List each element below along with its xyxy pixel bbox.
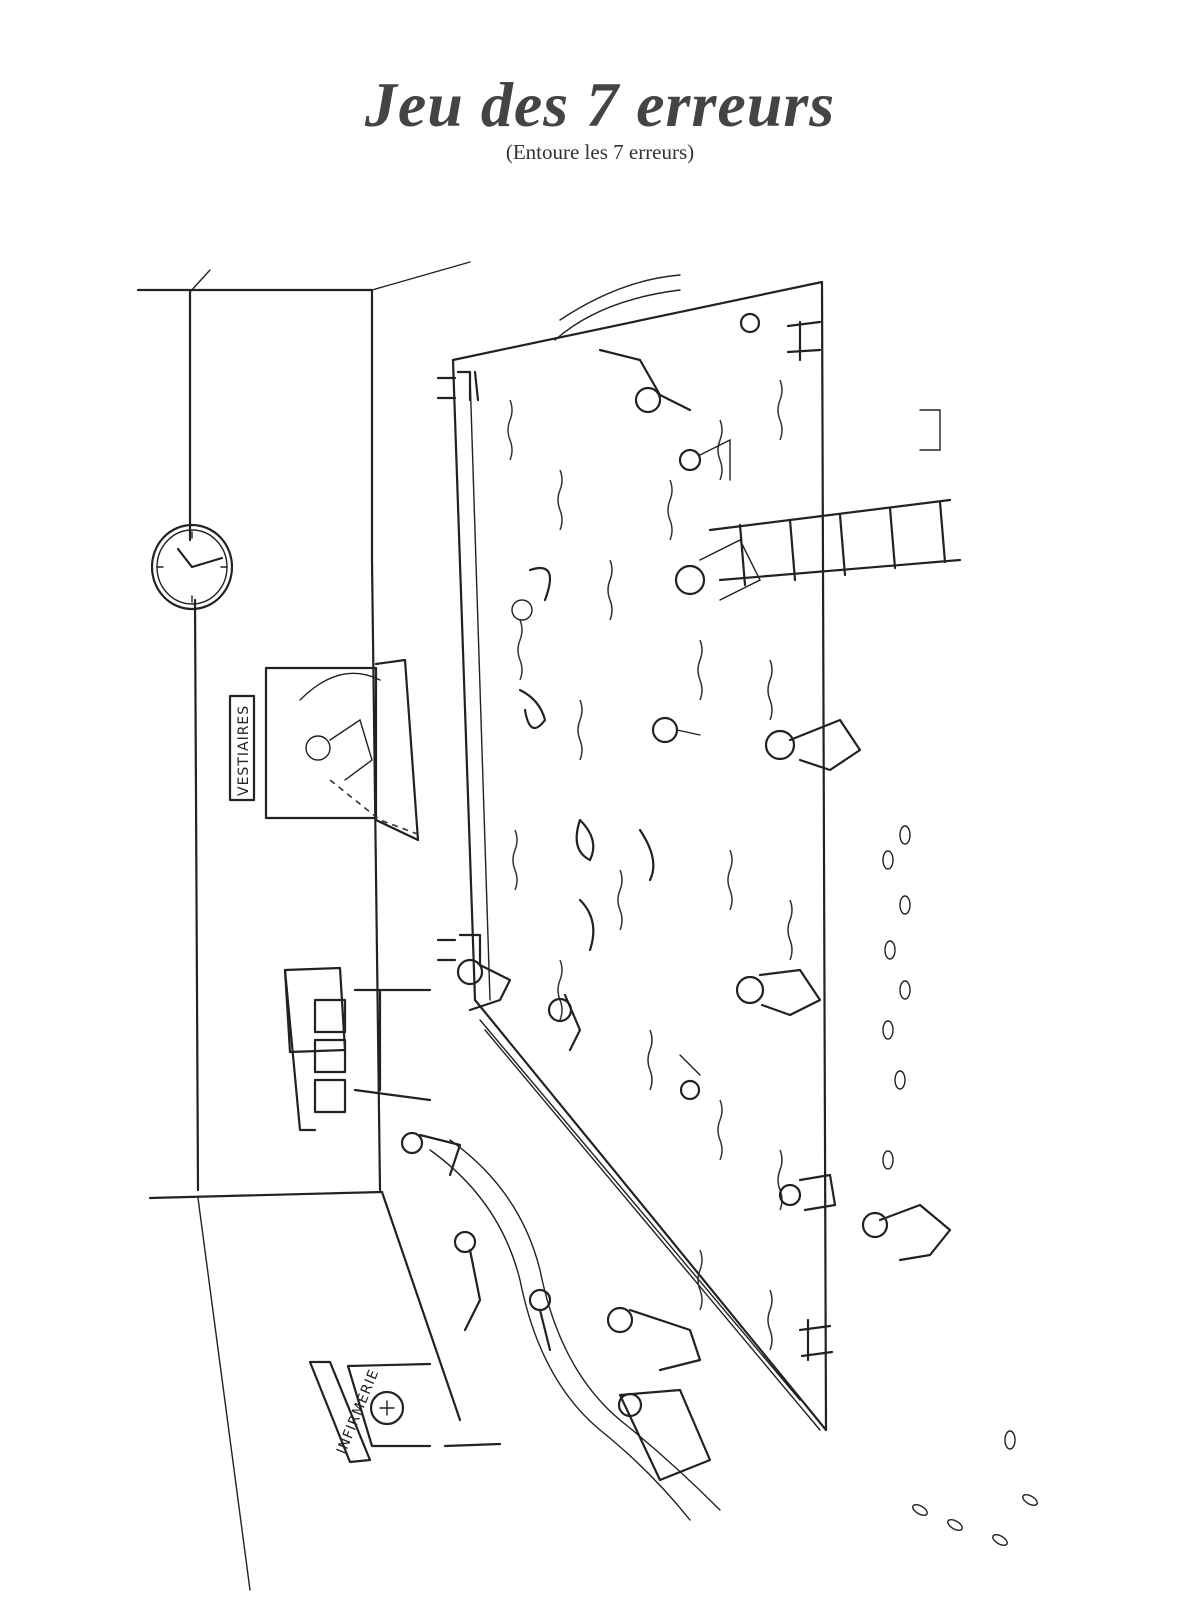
lockers <box>283 966 432 1132</box>
wall-clock <box>150 523 234 611</box>
pool-ladders <box>436 320 834 1362</box>
poolside-people <box>456 718 952 1262</box>
slide-and-sunbathers <box>400 1131 721 1521</box>
water-waves <box>507 379 793 1351</box>
infirmary-area: INFIRMERIE <box>308 1360 502 1464</box>
changing-rooms-area: VESTIAIRES <box>228 658 421 842</box>
diving-swimmer <box>554 274 761 414</box>
worksheet-instructions: (Entoure les 7 erreurs) <box>505 140 695 164</box>
changing-rooms-sign: VESTIAIRES <box>236 705 252 796</box>
lifeguard-chair <box>674 409 962 601</box>
swimming-pool <box>451 280 828 1432</box>
footprints <box>882 825 1038 1546</box>
room-walls <box>136 261 471 1591</box>
infirmary-sign: INFIRMERIE <box>334 1367 383 1457</box>
swimmers <box>511 438 731 1101</box>
worksheet-title: Jeu des 7 erreurs <box>364 69 836 140</box>
